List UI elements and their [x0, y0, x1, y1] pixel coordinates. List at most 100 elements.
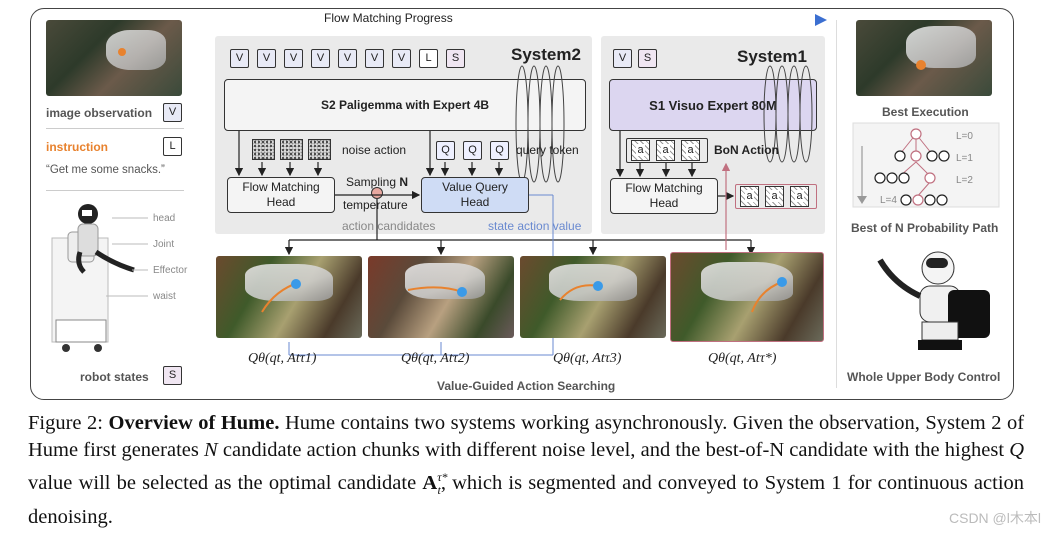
- figure-caption: Figure 2: Overview of Hume. Hume contain…: [28, 410, 1024, 531]
- s2-token-v: V: [230, 49, 249, 68]
- s2-token-v: V: [311, 49, 330, 68]
- query-token-2: Q: [463, 141, 482, 160]
- instruction-text: “Get me some snacks.”: [46, 164, 165, 176]
- bon-action-token-1: a: [631, 140, 650, 161]
- level-0: L=0: [956, 131, 973, 142]
- s1-model-box: S1 Visuo Expert 80M: [609, 79, 817, 131]
- divider: [46, 128, 184, 129]
- noise-action-label: noise action: [342, 143, 407, 157]
- query-token-1: Q: [436, 141, 455, 160]
- s2-token-l: L: [419, 49, 438, 68]
- query-token-label: query token: [516, 143, 579, 157]
- s1-coil-icon: [763, 65, 813, 163]
- progress-label: Flow Matching Progress: [318, 11, 459, 25]
- temperature-label: temperature: [343, 198, 408, 212]
- bon-action-token-3: a: [681, 140, 700, 161]
- caption-q: Q: [1009, 439, 1025, 461]
- noise-chip-1: [252, 139, 275, 160]
- caption-title: Overview of Hume.: [108, 412, 280, 434]
- state-action-value-label: state action value: [488, 219, 582, 233]
- s2-model-label: S2 Paligemma with Expert 4B: [320, 97, 490, 112]
- robot-illustration: [51, 204, 148, 352]
- temperature-dial: [371, 187, 383, 199]
- s1-flow-head: Flow Matching Head: [610, 178, 718, 214]
- query-token-3: Q: [490, 141, 509, 160]
- robot-part-waist: waist: [153, 291, 176, 302]
- robot-part-head: head: [153, 213, 176, 224]
- trajectory-overlays: [261, 277, 787, 313]
- s2-token-v: V: [365, 49, 384, 68]
- caption-text-4: , which is segmented and conveyed to Sys…: [28, 471, 1025, 528]
- observation-image: [46, 20, 182, 96]
- value-guided-search-label: Value-Guided Action Searching: [437, 379, 616, 393]
- s2-model-box: S2 Paligemma with Expert 4B: [224, 79, 586, 131]
- candidate-image-2: [368, 256, 514, 338]
- q-value-label-best: Qθ(qt, Atτ*): [708, 351, 777, 366]
- candidate-image-1: [216, 256, 362, 338]
- connector-arrows: [234, 131, 756, 356]
- s2-token-v: V: [392, 49, 411, 68]
- s1-out-token-2: a: [765, 186, 784, 207]
- caption-a-sup: τ*: [437, 470, 448, 484]
- caption-n: N: [204, 439, 218, 461]
- sampling-label: Sampling N: [346, 175, 408, 189]
- s1-flow-head-label: Flow Matching Head: [625, 181, 703, 210]
- caption-a-symbol: A: [422, 471, 438, 494]
- level-2: L=2: [956, 175, 973, 186]
- q-value-label-1: Qθ(qt, Atτ1): [248, 351, 317, 366]
- best-of-n-label: Best of N Probability Path: [851, 221, 999, 235]
- action-candidates-label: action candidates: [342, 219, 436, 233]
- instruction-label: instruction: [46, 140, 108, 154]
- probability-tree: [852, 122, 1000, 208]
- sampling-prefix: Sampling: [346, 175, 400, 189]
- right-panel-divider: [836, 20, 837, 388]
- s2-token-s: S: [446, 49, 465, 68]
- value-query-head: Value Query Head: [421, 177, 529, 213]
- s1-out-token-1: a: [740, 186, 759, 207]
- value-query-head-label: Value Query Head: [442, 180, 508, 209]
- noise-chip-2: [280, 139, 303, 160]
- instruction-token: L: [163, 137, 182, 156]
- s2-coil-icon: [515, 65, 565, 183]
- watermark: CSDN @l木本l: [949, 510, 1041, 526]
- best-execution-image: [856, 20, 992, 96]
- s1-token-s: S: [638, 49, 657, 68]
- s1-output-group: [735, 184, 817, 209]
- q-value-label-3: Qθ(qt, Atτ3): [553, 351, 622, 366]
- s1-out-token-3: a: [790, 186, 809, 207]
- bon-action-group: [626, 138, 708, 163]
- caption-text-3: value will be selected as the optimal ca…: [28, 471, 417, 494]
- q-value-label-2: Qθ(qt, Atτ2): [401, 351, 470, 366]
- system1-title: System1: [737, 47, 807, 66]
- candidate-image-3: [520, 256, 666, 338]
- s1-token-v: V: [613, 49, 632, 68]
- caption-text-1: Hume contains two systems working asynch…: [28, 412, 1025, 461]
- caption-text-2: candidate action chunks with different n…: [222, 439, 1005, 461]
- robot-states-label: robot states: [80, 370, 149, 384]
- s2-token-v: V: [284, 49, 303, 68]
- system2-title: System2: [511, 45, 581, 64]
- bon-action-token-2: a: [656, 140, 675, 161]
- robot-states-token: S: [163, 366, 182, 385]
- caption-a-sub: t: [437, 482, 441, 497]
- s1-model-label: S1 Visuo Expert 80M: [649, 97, 777, 113]
- image-token: V: [163, 103, 182, 122]
- s2-flow-head-label: Flow Matching Head: [242, 180, 320, 209]
- progress-arrow: [215, 14, 827, 26]
- upper-body-robot: [877, 251, 990, 350]
- noise-chip-3: [308, 139, 331, 160]
- level-1: L=1: [956, 153, 973, 164]
- robot-part-effector: Effector: [153, 265, 188, 276]
- caption-fig: Figure 2:: [28, 412, 103, 434]
- robot-part-joint: Joint: [153, 239, 175, 250]
- s2-token-v: V: [338, 49, 357, 68]
- upper-body-label: Whole Upper Body Control: [847, 370, 1001, 384]
- s2-token-v: V: [257, 49, 276, 68]
- s2-flow-head: Flow Matching Head: [227, 177, 335, 213]
- sampling-n: N: [399, 175, 409, 189]
- level-4: L=4: [880, 195, 897, 206]
- image-observation-label: image observation: [46, 106, 153, 120]
- best-execution-label: Best Execution: [882, 105, 969, 119]
- bon-action-label: BoN Action: [714, 143, 779, 157]
- divider: [46, 190, 184, 191]
